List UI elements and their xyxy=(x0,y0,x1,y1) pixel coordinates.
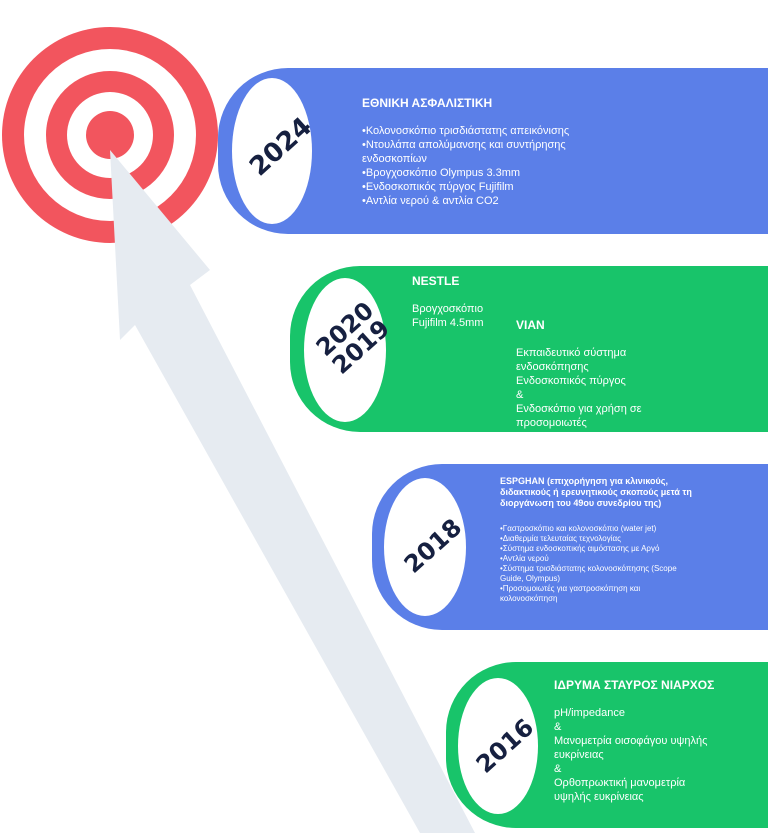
list-item: •Σύστημα ενδοσκοπικής αιμόστασης με Αργό xyxy=(500,544,660,553)
list-item: •Ενδοσκοπικός πύργος Fujifilm xyxy=(362,181,514,193)
list-item: Ορθοπρωκτική μανομετρία xyxy=(554,777,686,789)
list-item: •Ντουλάπα απολύμανσης και συντήρησης xyxy=(362,139,566,151)
list-item: προσομοιωτές xyxy=(516,417,587,429)
list-item: Ενδοσκοπικός πύργος xyxy=(516,375,626,387)
year-badge-2016 xyxy=(458,678,538,814)
list-item: Μανομετρία οισοφάγου υψηλής xyxy=(554,735,708,747)
list-item: •Προσομοιωτές για γαστροσκόπηση και xyxy=(500,584,641,593)
list-item: & xyxy=(516,389,524,401)
band-2018: 2018 ESPGHAN (επιχορήγηση για κλινικούς,… xyxy=(372,464,768,630)
list-item: •Βρογχοσκόπιο Olympus 3.3mm xyxy=(362,167,521,179)
sponsor-title-espghan: ESPGHAN (επιχορήγηση για κλινικούς, διδα… xyxy=(500,476,692,509)
list-item: Βρογχοσκόπιο xyxy=(412,303,484,315)
sponsor-title-niarchos: ΙΔΡΥΜΑ ΣΤΑΥΡΟΣ ΝΙΑΡΧΟΣ xyxy=(554,678,715,692)
equipment-list-nestle: Βρογχοσκόπιο Fujifilm 4.5mm xyxy=(412,302,484,330)
sponsor-title-nestle: NESTLE xyxy=(412,274,460,288)
equipment-list-2016: pH/impedance & Μανομετρία οισοφάγου υψηλ… xyxy=(554,706,707,804)
list-item: & xyxy=(554,763,562,775)
list-item: Εκπαιδευτικό σύστημα xyxy=(516,347,627,359)
band-2016: 2016 ΙΔΡΥΜΑ ΣΤΑΥΡΟΣ ΝΙΑΡΧΟΣ pH/impedance… xyxy=(446,662,768,828)
title-line: διοργάνωση του 49ου συνεδρίου της) xyxy=(500,498,662,508)
list-item: Ενδοσκόπιο για χρήση σε xyxy=(516,403,642,415)
year-badge-2018 xyxy=(384,478,466,616)
list-item: •Αντλία νερού & αντλία CO2 xyxy=(362,195,499,207)
arrow-shape xyxy=(110,150,475,833)
band-2024: 2024 ΕΘΝΙΚΗ ΑΣΦΑΛΙΣΤΙΚΗ •Κολονοσκόπιο τρ… xyxy=(218,68,768,234)
list-item: •Κολονοσκόπιο τρισδιάστατης απεικόνισης xyxy=(362,125,570,137)
list-item: & xyxy=(554,721,562,733)
list-item: •Διαθερμία τελευταίας τεχνολογίας xyxy=(500,534,621,543)
list-item: ενδοσκοπίων xyxy=(362,153,427,165)
list-item: κολονοσκόπηση xyxy=(500,594,558,603)
year-badge-2020-2019 xyxy=(304,278,386,422)
list-item: pH/impedance xyxy=(554,707,625,719)
list-item: υψηλής ευκρίνειας xyxy=(554,791,644,803)
list-item: •Αντλία νερού xyxy=(500,554,549,563)
list-item: •Γαστροσκόπιο και κολονοσκόπιο (water je… xyxy=(500,524,657,533)
sponsor-title-ethniki: ΕΘΝΙΚΗ ΑΣΦΑΛΙΣΤΙΚΗ xyxy=(362,96,493,110)
title-line: διδακτικούς ή ερευνητικούς σκοπούς μετά … xyxy=(500,487,692,497)
list-item: •Σύστημα τρισδιάστατης κολονοσκόπησης (S… xyxy=(500,564,677,573)
list-item: Fujifilm 4.5mm xyxy=(412,317,484,329)
equipment-list-2024: •Κολονοσκόπιο τρισδιάστατης απεικόνισης … xyxy=(362,124,569,208)
equipment-list-vian: Εκπαιδευτικό σύστημα ενδοσκόπησης Ενδοσκ… xyxy=(516,346,642,430)
list-item: ευκρίνειας xyxy=(554,749,604,761)
sponsor-title-vian: VIAN xyxy=(516,318,545,332)
list-item: ενδοσκόπησης xyxy=(516,361,589,373)
target-icon xyxy=(2,27,218,243)
list-item: Guide, Olympus) xyxy=(500,574,561,583)
year-badge-2024 xyxy=(232,78,312,224)
title-line: ESPGHAN (επιχορήγηση για κλινικούς, xyxy=(500,476,668,486)
equipment-list-2018: •Γαστροσκόπιο και κολονοσκόπιο (water je… xyxy=(500,524,677,604)
band-2020-2019: 2020 2019 NESTLE Βρογχοσκόπιο Fujifilm 4… xyxy=(290,266,768,432)
